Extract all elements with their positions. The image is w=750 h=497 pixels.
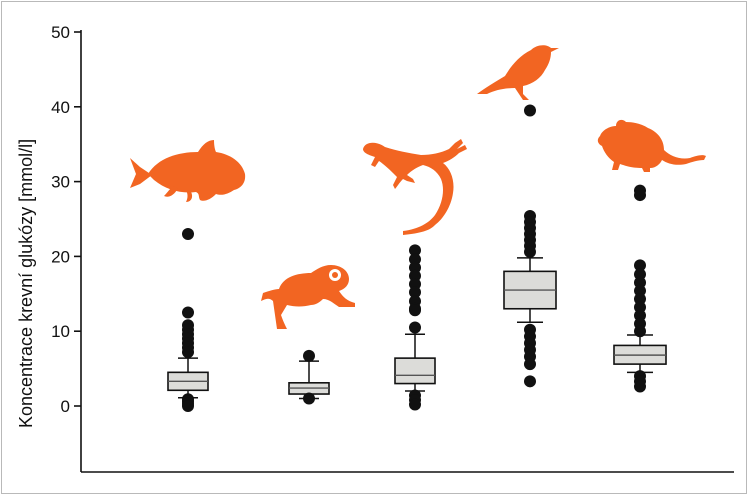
outlier-point xyxy=(634,380,646,393)
y-tick-label: 20 xyxy=(51,247,70,266)
box-group-bird xyxy=(503,104,557,388)
outlier-point xyxy=(409,261,421,274)
y-tick-label: 50 xyxy=(51,23,70,42)
outlier-point xyxy=(303,392,315,405)
bird-icon xyxy=(477,45,559,100)
outlier-point xyxy=(634,189,646,202)
outlier-point xyxy=(634,268,646,281)
mouse-icon xyxy=(597,119,706,172)
lizard-icon xyxy=(363,139,467,235)
outlier-point xyxy=(409,398,421,411)
outlier-point xyxy=(634,259,646,272)
outlier-point xyxy=(182,306,194,319)
box-group-mouse xyxy=(613,184,667,393)
outlier-point xyxy=(182,400,194,412)
y-tick-label: 40 xyxy=(51,98,70,117)
outlier-point xyxy=(409,321,421,334)
outlier-point xyxy=(524,245,536,258)
outlier-point xyxy=(524,104,536,117)
outlier-point xyxy=(409,253,421,266)
outlier-point xyxy=(634,293,646,306)
fish-icon xyxy=(130,140,246,202)
outlier-point xyxy=(524,375,536,388)
outlier-point xyxy=(182,227,194,240)
outlier-point xyxy=(634,309,646,322)
outlier-point xyxy=(524,358,536,371)
box-group-lizard xyxy=(394,244,436,411)
outlier-point xyxy=(182,346,194,359)
outlier-point xyxy=(409,278,421,291)
outlier-point xyxy=(634,284,646,297)
y-axis-title: Koncentrace krevní glukózy [mmol/l] xyxy=(16,139,36,428)
y-tick-label: 0 xyxy=(61,397,70,416)
outlier-point xyxy=(303,349,315,362)
outlier-point xyxy=(409,286,421,299)
outlier-point xyxy=(409,269,421,282)
y-tick-label: 10 xyxy=(51,322,70,341)
outlier-point xyxy=(634,276,646,289)
frog-icon xyxy=(261,265,355,329)
outlier-point xyxy=(409,244,421,257)
outlier-point xyxy=(634,301,646,314)
box-group-frog xyxy=(288,349,330,405)
iqr-box xyxy=(394,357,436,385)
outlier-point xyxy=(634,325,646,338)
y-tick-label: 30 xyxy=(51,173,70,192)
box-group-fish xyxy=(167,227,209,412)
outlier-point xyxy=(409,304,421,317)
